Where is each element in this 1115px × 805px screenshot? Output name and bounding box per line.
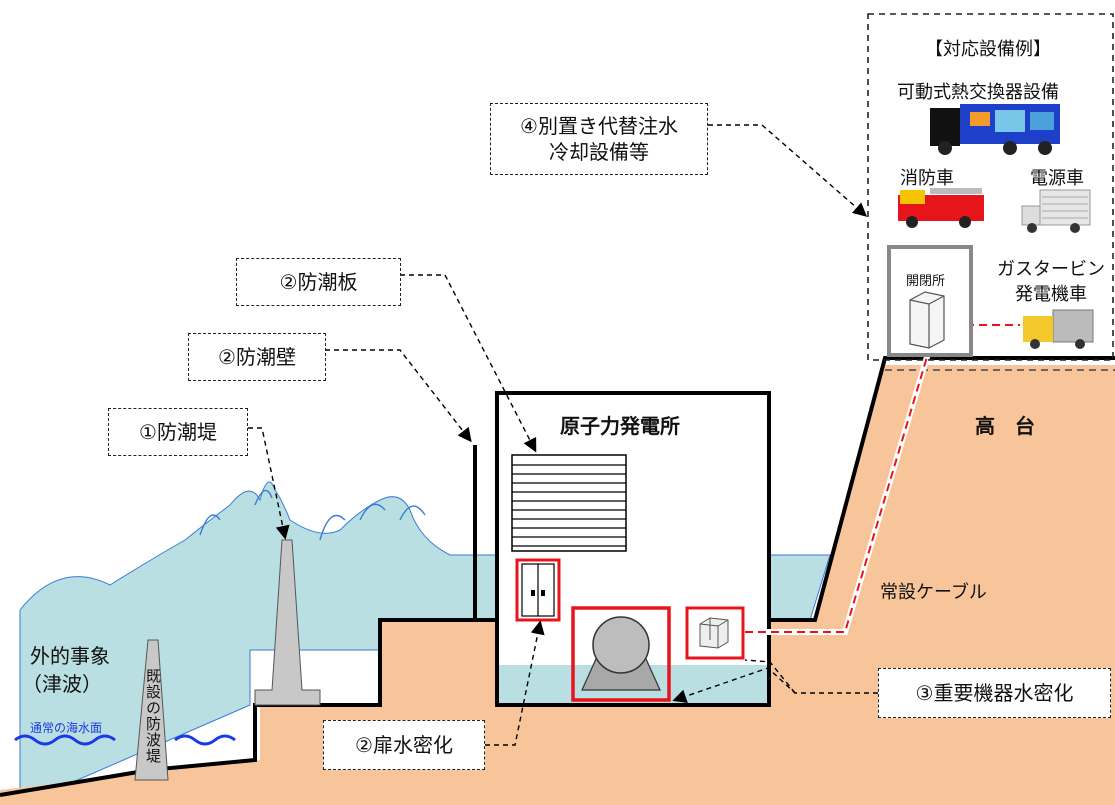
fire-truck-label: 消防車 [900,168,954,189]
existing-breakwater-shape [134,639,169,781]
arrow-equipment-b [744,659,796,694]
alt-injection-label-line2: 冷却設備等 [549,140,649,164]
normal-sea-wave-right [174,734,236,746]
gas-turbine-label-line2: 発電機車 [1015,284,1087,305]
panel-highlight [685,606,745,660]
plant-title: 原子力発電所 [560,414,680,438]
door-sealing-label: ②扉水密化 [323,720,485,770]
tide-board-label-text: ②防潮板 [279,270,358,294]
equipment-examples-title: 【対応設備例】 [925,39,1051,60]
power-truck-label: 電源車 [1030,168,1084,189]
arrow-seawall [248,427,290,540]
tide-board-shape [511,454,627,552]
heat-exchanger-label: 可動式熱交換器設備 [897,82,1059,103]
alt-injection-label-line1: ④別置き代替注水 [520,114,678,138]
door-highlight [515,558,561,622]
permanent-cable-dash [745,329,936,633]
seawall-label-text: ①防潮堤 [139,420,217,444]
arrow-equipment-a [672,667,878,703]
normal-sea-wave-left [14,734,116,746]
seawall-label: ①防潮堤 [108,408,248,456]
alt-injection-label: ④別置き代替注水 冷却設備等 [490,103,708,175]
arrow-door [485,620,545,746]
equipment-sealing-label-text: ③重要機器水密化 [915,681,1074,705]
normal-sea-level-label: 通常の海水面 [30,721,103,735]
arrow-alt-injection [708,124,868,217]
permanent-cable-label: 常設ケーブル [880,582,987,603]
door-sealing-label-text: ②扉水密化 [355,733,453,757]
gas-turbine-truck-icon [1023,309,1094,349]
panel-box-shape [699,617,729,649]
power-truck-icon [1021,189,1091,233]
highland-label: 高 台 [975,414,1035,438]
equipment-highlight [571,606,671,702]
external-event-line2: （津波） [22,672,102,696]
tide-board-label: ②防潮板 [236,258,401,306]
existing-breakwater-label: 既設の防波堤 [144,668,162,764]
seawall-shape [254,539,321,706]
switch-station-cabinet [909,291,945,349]
external-event-line1: 外的事象 [30,644,110,668]
arrow-tide-board [400,274,537,453]
fire-truck-icon [898,188,984,228]
heat-exchanger-truck-icon [930,104,1060,155]
ground [0,365,1115,805]
switch-station-label: 開閉所 [906,274,946,289]
equipment-sealing-label: ③重要機器水密化 [878,668,1111,718]
wave-crests [199,489,426,541]
tank-shape [581,616,661,691]
gas-turbine-label-line1: ガスタービン [997,259,1105,280]
tide-wall-label: ②防潮壁 [188,333,326,381]
tide-wall-label-text: ②防潮壁 [218,345,296,369]
equipment-examples-frame [867,13,1114,361]
arrow-tide-wall [325,349,472,443]
